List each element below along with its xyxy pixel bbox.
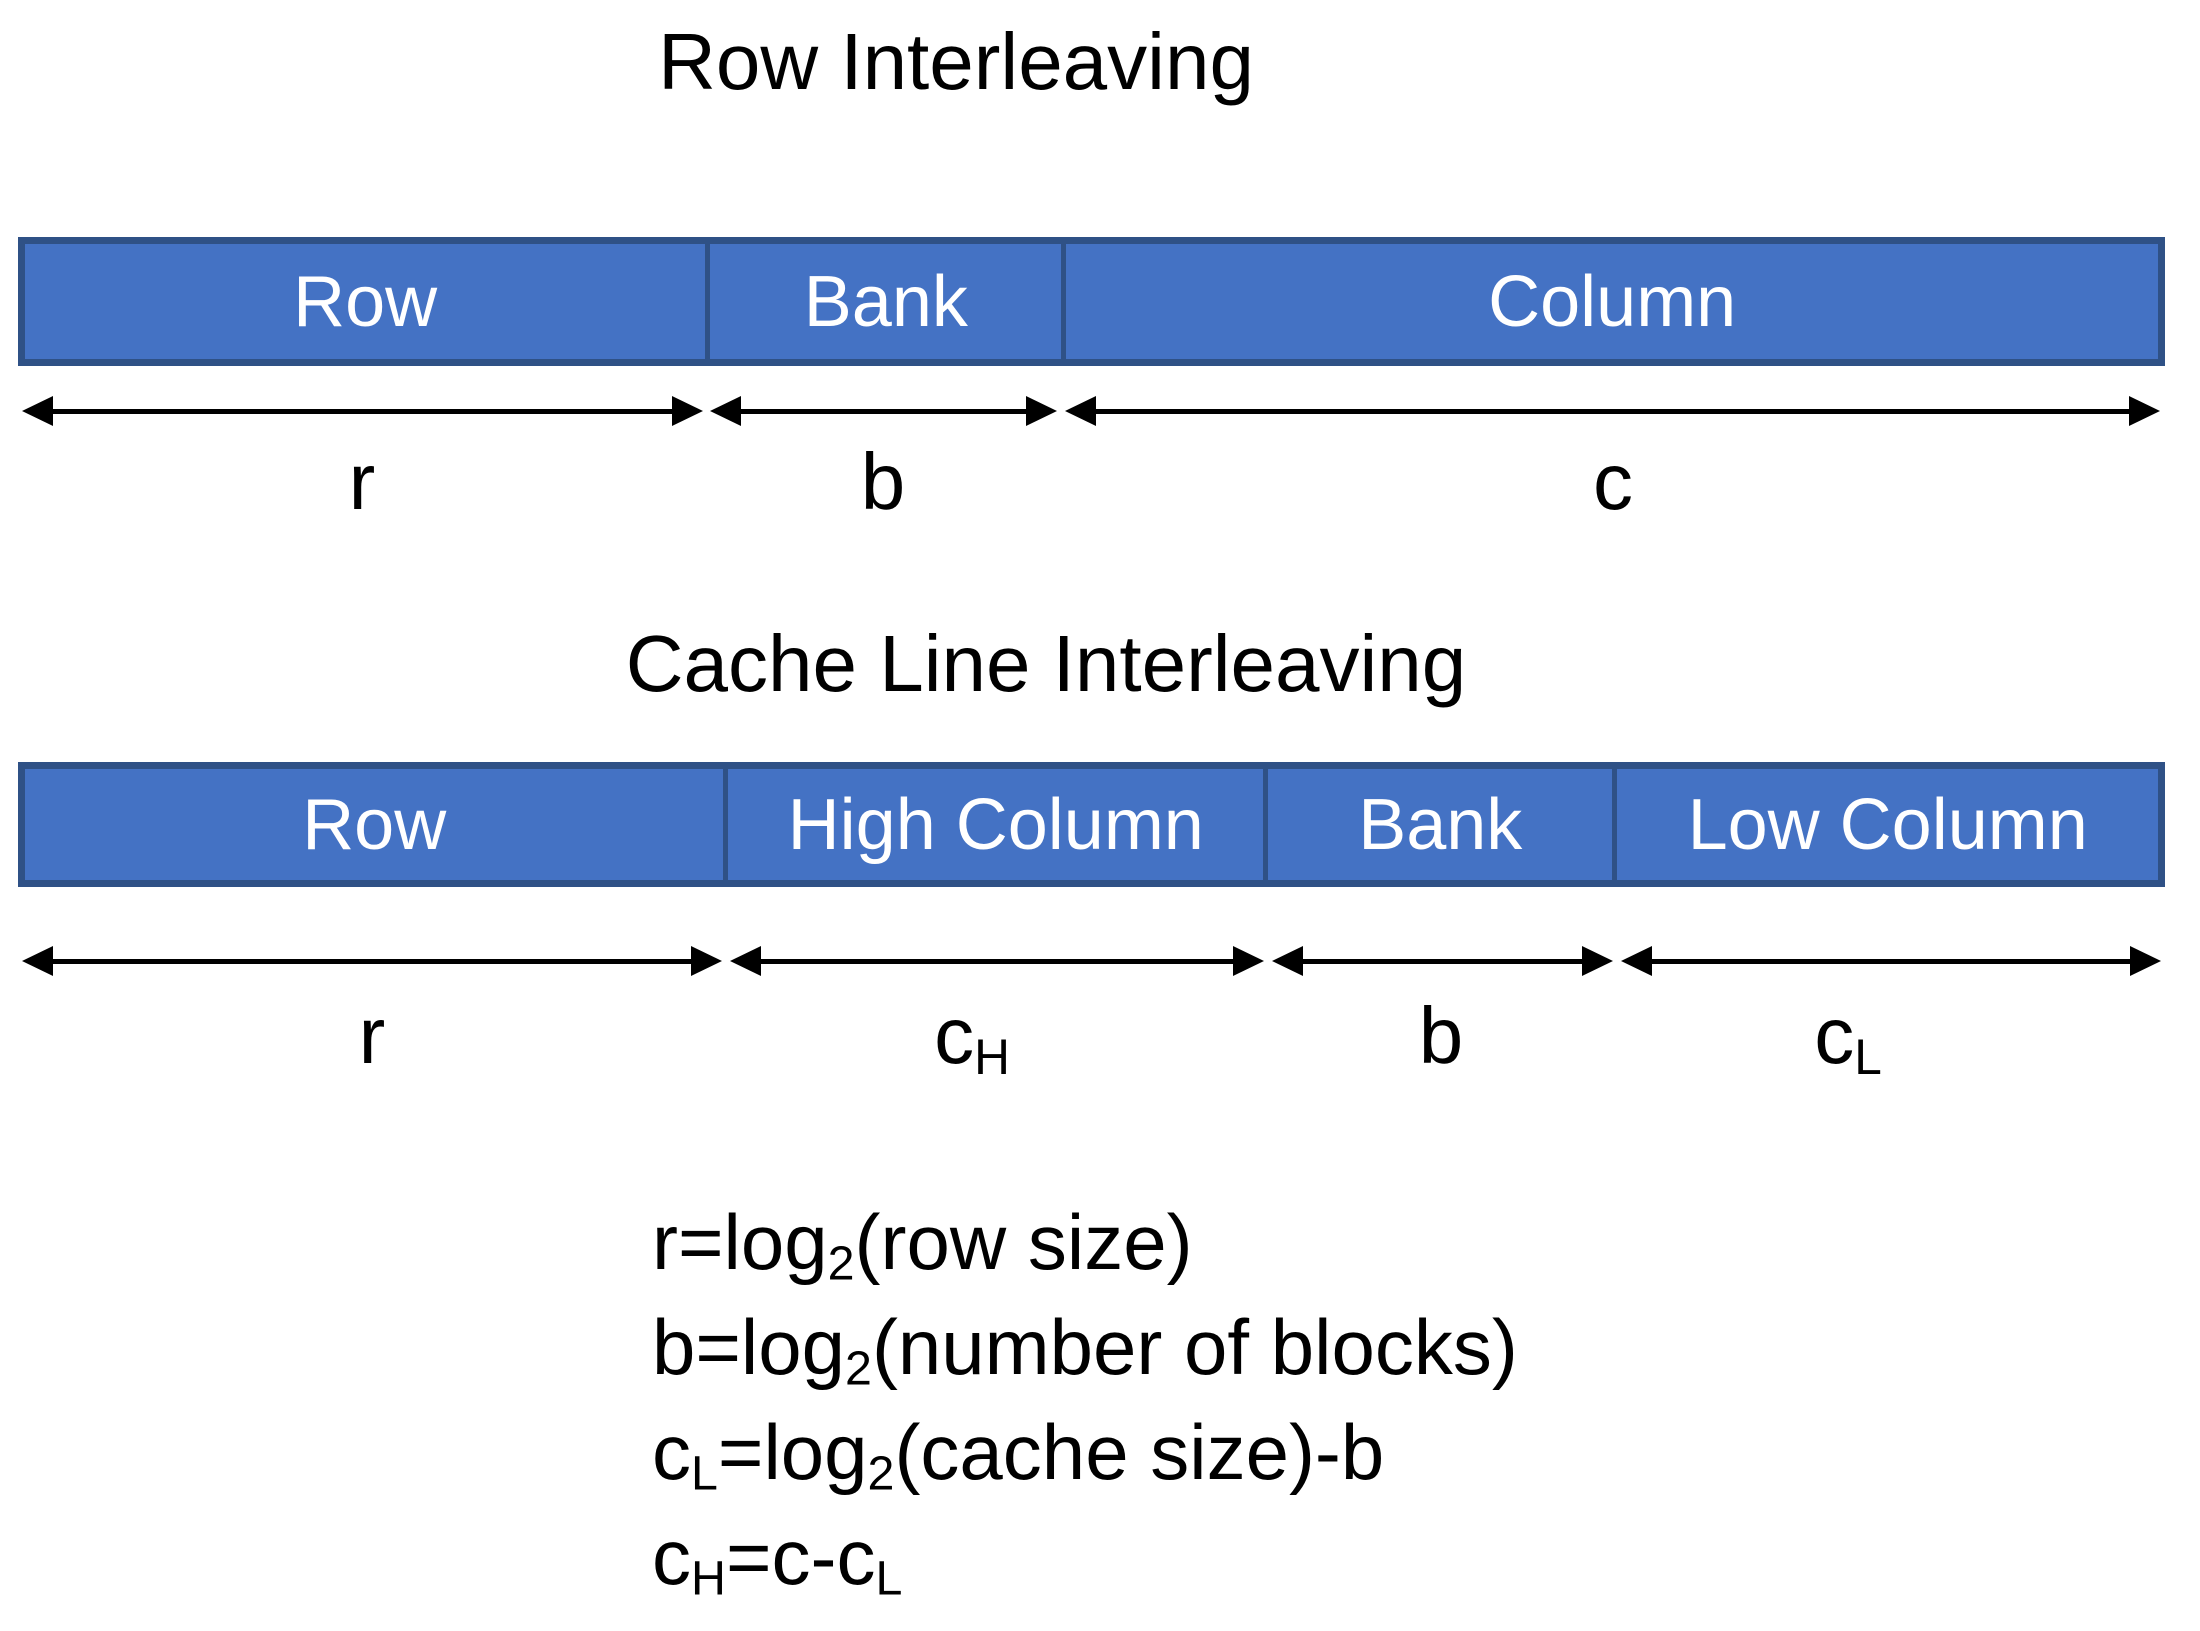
dim-label-b: b <box>1419 996 1464 1076</box>
field-cell-row: Row <box>25 769 724 880</box>
arrow-shaft <box>1298 959 1587 964</box>
formula-varsub: H <box>691 1551 726 1606</box>
field-cell-label: Bank <box>803 261 968 342</box>
field-cell-label: Row <box>293 261 438 342</box>
dim-label-r: r <box>359 996 386 1076</box>
arrowhead-right-icon <box>1233 946 1264 976</box>
field-cell-bank: Bank <box>710 244 1062 359</box>
formula-line-b: b=log2(number of blocks) <box>652 1295 1518 1400</box>
formula-pre: =c-c <box>725 1513 876 1601</box>
field-cell-label: Row <box>302 784 447 865</box>
formula-line-cl: cL=log2(cache size)-b <box>652 1400 1518 1505</box>
formula-pre: b=log <box>652 1303 846 1391</box>
formula-varsub: L <box>691 1446 718 1501</box>
field-cell-column: Column <box>1066 244 2158 359</box>
dim-label-ch: cH <box>934 996 1010 1082</box>
formula-logsub: 2 <box>827 1236 855 1291</box>
arrow-shaft <box>48 409 677 414</box>
formula-line-r: r=log2(row size) <box>652 1190 1518 1295</box>
formula-tailsub: L <box>875 1551 903 1606</box>
field-cell-row: Row <box>25 244 706 359</box>
cache-line-interleaving-title: Cache Line Interleaving <box>625 619 1467 708</box>
arrowhead-right-icon <box>2130 946 2161 976</box>
field-cell-label: High Column <box>787 784 1204 865</box>
field-cell-high-column: High Column <box>728 769 1264 880</box>
formula-post: (cache size)-b <box>894 1408 1385 1496</box>
formula-pre: r=log <box>652 1198 828 1286</box>
dim-label-r: r <box>349 442 376 522</box>
dim-main: b <box>1418 991 1464 1080</box>
field-cell-bank: Bank <box>1268 769 1613 880</box>
arrowhead-right-icon <box>2129 396 2160 426</box>
arrow-shaft <box>736 409 1031 414</box>
formula-post: (number of blocks) <box>871 1303 1518 1391</box>
formula-post: (row size) <box>854 1198 1193 1286</box>
arrowhead-right-icon <box>1026 396 1057 426</box>
formula-logsub: 2 <box>845 1341 872 1396</box>
arrowhead-right-icon <box>691 946 722 976</box>
arrowhead-left-icon <box>22 396 53 426</box>
formula-line-ch: cH=c-cL <box>652 1505 1518 1610</box>
dim-main: c <box>1593 437 1633 526</box>
field-cell-label: Low Column <box>1687 784 2088 865</box>
formula-var: c <box>652 1513 691 1601</box>
cache-line-interleaving-address-bar: Row High Column Bank Low Column <box>18 762 2165 887</box>
arrowhead-left-icon <box>1065 396 1096 426</box>
dim-sub: H <box>974 1028 1010 1085</box>
dim-label-b: b <box>861 442 906 522</box>
arrow-shaft <box>48 959 696 964</box>
dim-label-cl: cL <box>1814 996 1882 1082</box>
field-cell-low-column: Low Column <box>1617 769 2158 880</box>
arrowhead-right-icon <box>672 396 703 426</box>
dim-main: c <box>1814 991 1855 1080</box>
field-cell-label: Bank <box>1358 784 1523 865</box>
dim-main: r <box>358 991 386 1080</box>
dim-sub: L <box>1854 1028 1882 1085</box>
row-interleaving-address-bar: Row Bank Column <box>18 237 2165 366</box>
formula-logsub: 2 <box>867 1446 895 1501</box>
arrowhead-left-icon <box>730 946 761 976</box>
arrowhead-left-icon <box>1621 946 1652 976</box>
row-interleaving-title: Row Interleaving <box>658 17 1254 106</box>
arrowhead-left-icon <box>22 946 53 976</box>
formula-block: r=log2(row size) b=log2(number of blocks… <box>652 1190 1518 1610</box>
formula-pre: =log <box>717 1408 868 1496</box>
arrow-shaft <box>1091 409 2134 414</box>
dim-main: c <box>934 991 975 1080</box>
arrowhead-left-icon <box>710 396 741 426</box>
field-cell-label: Column <box>1488 261 1737 342</box>
arrowhead-left-icon <box>1272 946 1303 976</box>
arrow-shaft <box>1647 959 2135 964</box>
dim-main: r <box>348 437 376 526</box>
formula-var: c <box>652 1408 691 1496</box>
dim-main: b <box>860 437 906 526</box>
arrowhead-right-icon <box>1582 946 1613 976</box>
arrow-shaft <box>756 959 1238 964</box>
dim-label-c: c <box>1593 442 1633 522</box>
